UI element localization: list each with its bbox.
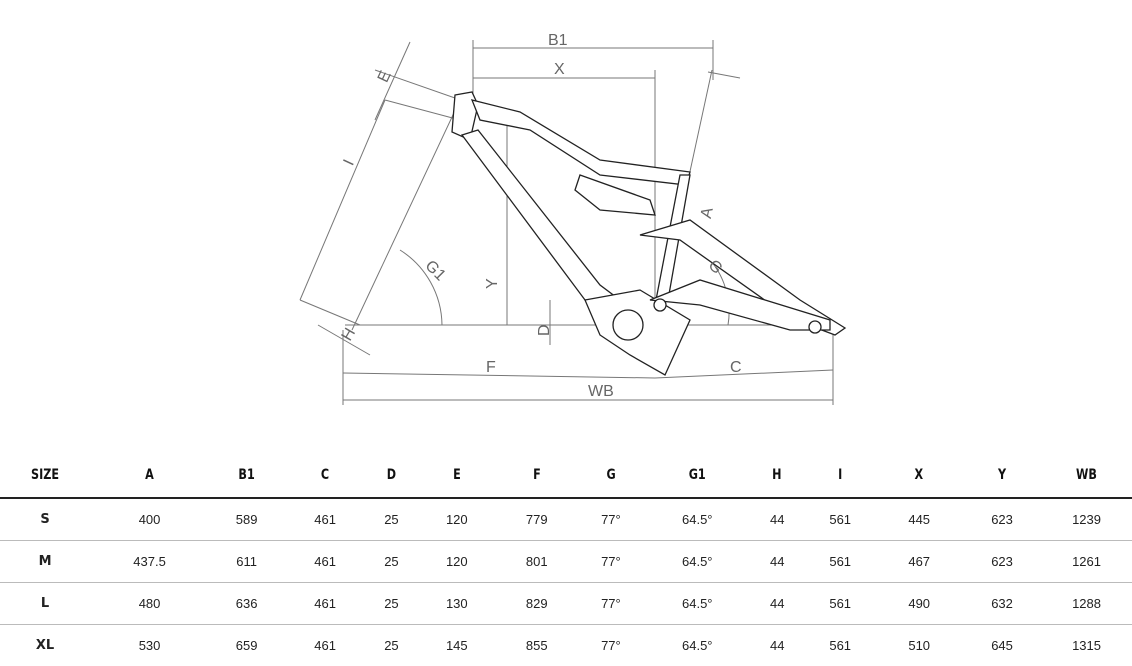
label-y: Y: [484, 278, 501, 289]
value-cell: 1315: [1041, 625, 1132, 666]
label-i: I: [341, 157, 358, 168]
value-cell: 461: [284, 498, 366, 541]
value-cell: 1261: [1041, 541, 1132, 583]
value-cell: 589: [209, 498, 284, 541]
value-cell: 467: [875, 541, 963, 583]
column-header-g: G: [584, 453, 639, 498]
value-cell: 829: [497, 583, 577, 625]
value-cell: 64.5°: [645, 625, 749, 666]
column-header-i: I: [812, 453, 868, 498]
value-cell: 77°: [577, 498, 645, 541]
value-cell: 636: [209, 583, 284, 625]
value-cell: 400: [90, 498, 209, 541]
column-header-e: E: [425, 453, 489, 498]
value-cell: 120: [417, 541, 497, 583]
column-header-size: SIZE: [9, 453, 81, 498]
value-cell: 25: [366, 541, 417, 583]
value-cell: 44: [749, 541, 805, 583]
column-header-y: Y: [971, 453, 1033, 498]
label-f: F: [486, 359, 496, 376]
value-cell: 437.5: [90, 541, 209, 583]
value-cell: 490: [875, 583, 963, 625]
value-cell: 77°: [577, 625, 645, 666]
column-header-h: H: [755, 453, 799, 498]
column-header-a: A: [102, 453, 197, 498]
value-cell: 445: [875, 498, 963, 541]
value-cell: 461: [284, 625, 366, 666]
label-a: A: [698, 206, 717, 220]
value-cell: 623: [963, 498, 1041, 541]
value-cell: 44: [749, 625, 805, 666]
dimension-lines: [300, 40, 840, 405]
value-cell: 1288: [1041, 583, 1132, 625]
value-cell: 1239: [1041, 498, 1132, 541]
column-header-b1: B1: [217, 453, 277, 498]
column-header-d: D: [371, 453, 412, 498]
column-header-wb: WB: [1050, 453, 1123, 498]
value-cell: 561: [805, 583, 875, 625]
size-cell: L: [0, 583, 90, 625]
size-cell: XL: [0, 625, 90, 666]
value-cell: 632: [963, 583, 1041, 625]
value-cell: 64.5°: [645, 583, 749, 625]
value-cell: 64.5°: [645, 541, 749, 583]
value-cell: 480: [90, 583, 209, 625]
frame-geometry-diagram: B1 X E I G1 Y D H F WB C A G: [0, 0, 1132, 440]
column-header-g1: G1: [656, 453, 740, 498]
value-cell: 461: [284, 541, 366, 583]
value-cell: 120: [417, 498, 497, 541]
value-cell: 855: [497, 625, 577, 666]
value-cell: 77°: [577, 541, 645, 583]
value-cell: 44: [749, 583, 805, 625]
label-g1: G1: [422, 257, 449, 284]
value-cell: 461: [284, 583, 366, 625]
column-header-c: C: [292, 453, 358, 498]
value-cell: 64.5°: [645, 498, 749, 541]
label-x: X: [554, 61, 565, 78]
column-header-f: F: [505, 453, 569, 498]
value-cell: 623: [963, 541, 1041, 583]
value-cell: 25: [366, 498, 417, 541]
value-cell: 801: [497, 541, 577, 583]
value-cell: 130: [417, 583, 497, 625]
value-cell: 25: [366, 583, 417, 625]
value-cell: 561: [805, 625, 875, 666]
bike-frame: [452, 92, 845, 375]
value-cell: 44: [749, 498, 805, 541]
value-cell: 145: [417, 625, 497, 666]
label-c: C: [730, 359, 742, 376]
size-cell: M: [0, 541, 90, 583]
value-cell: 659: [209, 625, 284, 666]
value-cell: 561: [805, 498, 875, 541]
label-b1: B1: [548, 32, 568, 49]
value-cell: 779: [497, 498, 577, 541]
label-d: D: [536, 324, 553, 336]
value-cell: 611: [209, 541, 284, 583]
label-h: H: [339, 325, 360, 344]
value-cell: 645: [963, 625, 1041, 666]
size-cell: S: [0, 498, 90, 541]
label-wb: WB: [588, 383, 614, 400]
value-cell: 77°: [577, 583, 645, 625]
value-cell: 530: [90, 625, 209, 666]
value-cell: 561: [805, 541, 875, 583]
value-cell: 510: [875, 625, 963, 666]
column-header-x: X: [884, 453, 954, 498]
value-cell: 25: [366, 625, 417, 666]
